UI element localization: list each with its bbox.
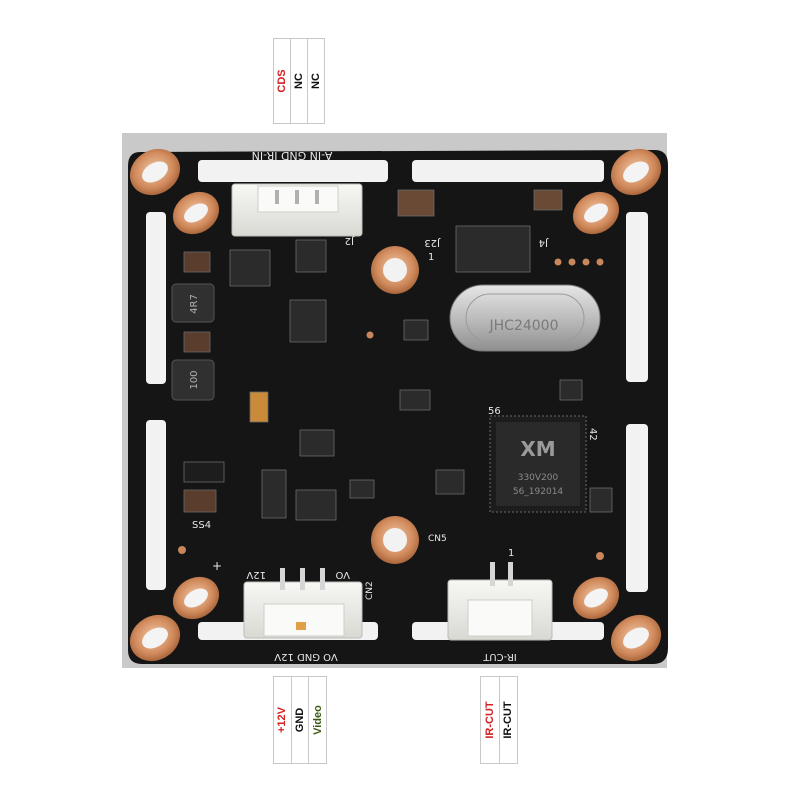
bottom-left-pin-table: +12V GND Video bbox=[273, 676, 327, 764]
small-pads bbox=[178, 258, 604, 560]
connector-j2 bbox=[231, 183, 363, 237]
chip-logo: XM bbox=[520, 437, 555, 461]
silk-12v: 12V bbox=[246, 569, 266, 580]
silk-j2: J2 bbox=[345, 235, 355, 246]
inductor-marking-2: 100 bbox=[189, 370, 200, 389]
silk-vo: VO bbox=[335, 569, 350, 580]
inductors: 4R7 100 bbox=[171, 283, 215, 401]
silk-top-header: A-IN GND IR-IN bbox=[252, 149, 333, 162]
crystal-marking: JHC24000 bbox=[489, 318, 559, 334]
chip-code: 56_192014 bbox=[513, 487, 564, 497]
chip-model: 330V200 bbox=[518, 473, 559, 483]
smd-components bbox=[183, 189, 613, 521]
silk-cn5: CN5 bbox=[428, 534, 447, 544]
silk-bottom-left-header: VO GND 12V bbox=[274, 651, 338, 662]
pin-cell-cds: CDS bbox=[274, 39, 291, 123]
connector-cn5 bbox=[447, 562, 553, 641]
pin-cell-12v: +12V bbox=[274, 677, 292, 763]
mounting-pads bbox=[129, 148, 662, 662]
pin-cell-gnd: GND bbox=[292, 677, 310, 763]
center-holes bbox=[371, 246, 419, 564]
silk-diode: SS4 bbox=[192, 520, 211, 531]
inductor-marking-1: 4R7 bbox=[189, 294, 200, 314]
silkscreen-labels: A-IN GND IR-IN J2 J23 J4 VO GND 12V 12V … bbox=[192, 149, 598, 662]
top-pin-table: CDS NC NC bbox=[273, 38, 325, 124]
silk-pin42: 42 bbox=[587, 428, 598, 441]
pin-cell-nc-1: NC bbox=[291, 39, 308, 123]
silk-cn2: CN2 bbox=[365, 581, 375, 600]
crystal-oscillator: JHC24000 bbox=[449, 284, 601, 352]
silk-bottom-right-header: IR-CUT bbox=[482, 651, 516, 662]
silk-pin1-top: 1 bbox=[428, 252, 434, 263]
silk-pin56: 56 bbox=[488, 406, 501, 417]
silk-j4: J4 bbox=[539, 237, 549, 248]
main-chip: XM 330V200 56_192014 bbox=[489, 415, 587, 513]
silk-pin1-bottom: 1 bbox=[508, 548, 514, 559]
silk-plus: + bbox=[212, 559, 222, 573]
pin-cell-ircut-1: IR-CUT bbox=[481, 677, 500, 763]
bottom-right-pin-table: IR-CUT IR-CUT bbox=[480, 676, 518, 764]
silk-j23: J23 bbox=[424, 237, 441, 248]
connector-cn2 bbox=[243, 568, 363, 639]
